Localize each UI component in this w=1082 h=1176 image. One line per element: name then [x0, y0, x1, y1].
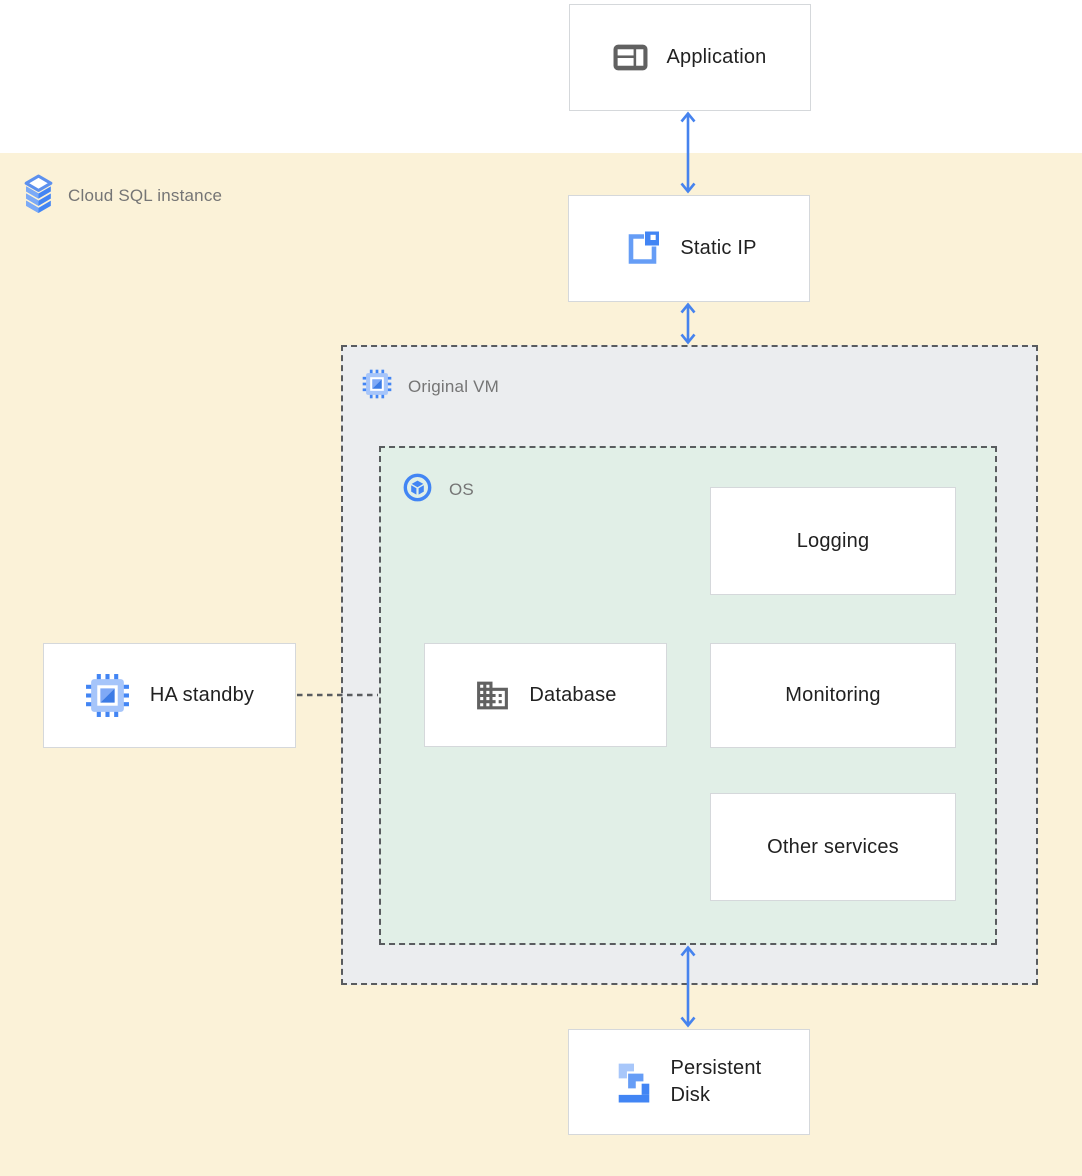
application-icon: [613, 44, 648, 71]
ha-standby-node: HA standby: [43, 643, 296, 748]
other-services-label: Other services: [767, 835, 899, 858]
logging-label: Logging: [796, 529, 870, 552]
os-icon: [402, 472, 433, 508]
compute-engine-icon: [85, 673, 130, 718]
region-label-text: Cloud SQL instance: [68, 186, 223, 205]
original-vm-label-text: Original VM: [408, 376, 500, 396]
static-ip-label: Static IP: [680, 237, 757, 259]
database-node: Database: [424, 643, 667, 747]
region-label: Cloud SQL instance: [24, 174, 223, 218]
os-label-text: OS: [449, 480, 474, 499]
cloud-sql-icon: [24, 174, 53, 218]
static-ip-icon: [621, 229, 662, 269]
other-services-node: Other services: [710, 793, 956, 901]
compute-engine-icon: [362, 369, 392, 404]
logging-node: Logging: [710, 487, 956, 595]
static-ip-node: Static IP: [568, 195, 810, 302]
ha-standby-label: HA standby: [149, 684, 255, 706]
monitoring-node: Monitoring: [710, 643, 956, 748]
persistent-disk-icon: [614, 1060, 654, 1105]
persistent-disk-label: Persistent Disk: [670, 1057, 762, 1106]
application-node: Application: [569, 4, 811, 111]
database-label: Database: [529, 683, 617, 706]
application-label: Application: [666, 46, 767, 68]
os-label: OS: [402, 472, 474, 508]
monitoring-label: Monitoring: [785, 684, 881, 706]
original-vm-label: Original VM: [362, 369, 499, 404]
database-building-icon: [474, 677, 511, 714]
persistent-disk-node: Persistent Disk: [568, 1029, 810, 1135]
